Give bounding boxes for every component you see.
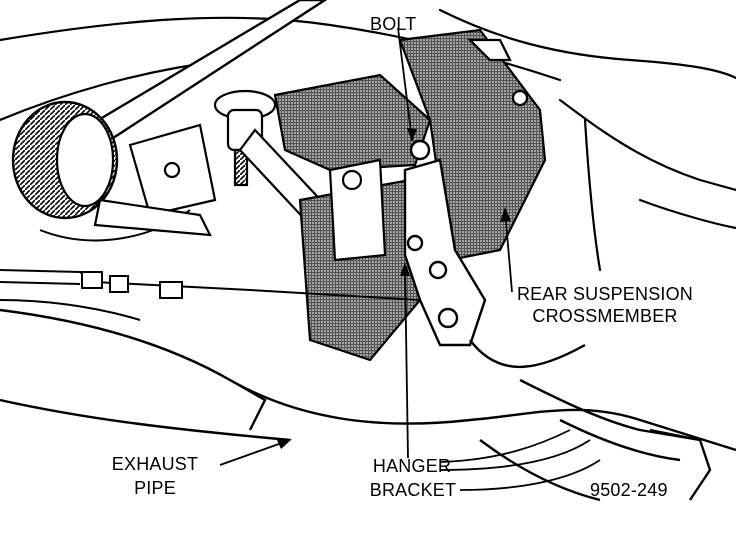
figure-id: 9502-249 <box>590 480 668 500</box>
label-exhaust-line2: PIPE <box>134 478 176 498</box>
lines <box>0 269 421 321</box>
crossmember <box>398 28 547 262</box>
exhaust-pipe <box>0 308 736 502</box>
hanger-bracket <box>403 139 487 347</box>
label-hanger-line2: BRACKET <box>369 480 457 500</box>
leader-lines <box>219 27 601 491</box>
label-exhaust-line1: EXHAUST <box>111 454 199 474</box>
left-bracket <box>93 123 217 237</box>
label-hanger-line1: HANGER <box>372 456 452 476</box>
left-isolator <box>11 100 191 242</box>
label-bolt: BOLT <box>370 14 417 34</box>
label-rear-suspension-line1: REAR SUSPENSION <box>516 284 694 304</box>
center-mount <box>273 73 432 362</box>
label-rear-suspension-line2: CROSSMEMBER <box>532 306 678 326</box>
arrowheads <box>277 128 511 449</box>
